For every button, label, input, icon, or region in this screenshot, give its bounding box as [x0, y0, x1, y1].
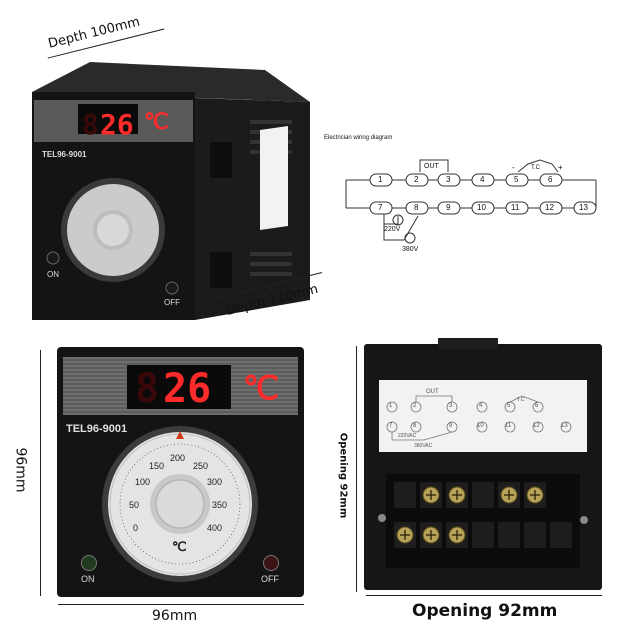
opening-bottom-label: Opening 92mm: [412, 601, 558, 621]
back-220v-label: 220VAC: [398, 433, 417, 439]
back-terminal-10: 10: [477, 423, 484, 429]
wiring-terminal-1: 1: [378, 175, 383, 184]
front-display-dim: 8: [135, 366, 160, 412]
wiring-minus-label: -: [512, 163, 515, 172]
perspective-product-view: 8 26 ℃ TEL96-9001 ON OFF: [20, 30, 340, 340]
back-terminal-6: 6: [535, 403, 539, 409]
perspective-display-value: 26: [100, 108, 134, 141]
width-dimension-line: [58, 604, 304, 605]
back-tc-label: T.C: [517, 397, 525, 403]
opening-side-line: [356, 346, 357, 592]
dial-tick-100: 100: [135, 477, 151, 487]
back-terminal-13: 13: [561, 423, 568, 429]
back-top-tab: [438, 338, 498, 350]
back-out-label: OUT: [426, 389, 439, 395]
back-label-lines: [378, 395, 588, 568]
front-view: 8 26 ℃ TEL96-9001 0 50 100 150 200 250 3…: [57, 347, 304, 597]
height-dimension-line: [40, 350, 41, 596]
wiring-terminal-10: 10: [477, 203, 486, 212]
dial-tick-350: 350: [212, 500, 228, 510]
dial-tick-50: 50: [129, 500, 140, 510]
back-terminal-4: 4: [479, 403, 483, 409]
on-led: [81, 555, 97, 571]
front-model-label: TEL96-9001: [66, 423, 128, 435]
dial-tick-200: 200: [170, 453, 186, 463]
wiring-terminal-2: 2: [414, 175, 419, 184]
wiring-out-label: OUT: [424, 163, 439, 170]
wiring-terminal-11: 11: [511, 203, 520, 212]
front-dial: [102, 426, 258, 582]
back-terminal-1: 1: [389, 403, 393, 409]
back-terminal-2: 2: [413, 403, 417, 409]
wiring-terminal-3: 3: [446, 175, 451, 184]
wiring-terminal-9: 9: [446, 203, 451, 212]
back-terminal-3: 3: [449, 403, 453, 409]
back-terminal-8: 8: [413, 423, 417, 429]
wiring-terminal-7: 7: [378, 203, 383, 212]
perspective-model-label: TEL96-9001: [42, 150, 87, 159]
wiring-terminal-6: 6: [548, 175, 553, 184]
wiring-terminal-4: 4: [480, 175, 485, 184]
off-led: [263, 555, 279, 571]
opening-side-label: Opening 92mm: [337, 432, 349, 519]
wiring-diagram: Electrician wiring diagram: [318, 132, 630, 262]
back-terminal-9: 9: [449, 423, 453, 429]
dial-tick-150: 150: [149, 461, 165, 471]
dial-tick-300: 300: [207, 477, 223, 487]
front-off-label: OFF: [261, 574, 279, 584]
back-terminal-12: 12: [533, 423, 540, 429]
dial-tick-250: 250: [193, 461, 209, 471]
wiring-terminal-5: 5: [514, 175, 519, 184]
wiring-title: Electrician wiring diagram: [324, 135, 393, 141]
front-display-window: [127, 365, 231, 409]
wiring-lines: [345, 159, 597, 244]
opening-bottom-line: [366, 595, 602, 596]
wiring-terminal-13: 13: [579, 203, 588, 212]
dial-tick-400: 400: [207, 523, 223, 533]
front-on-label: ON: [81, 574, 95, 584]
wiring-220v-label: 220V: [384, 226, 401, 233]
back-380v-label: 380VAC: [414, 443, 433, 449]
back-terminal-5: 5: [507, 403, 511, 409]
perspective-display-unit: ℃: [144, 110, 169, 135]
back-terminal-11: 11: [505, 423, 512, 429]
height-dimension-label: 96mm: [12, 447, 29, 493]
wiring-tc-label: T.C: [531, 165, 540, 171]
perspective-off-label: OFF: [164, 298, 180, 307]
perspective-on-label: ON: [47, 270, 59, 279]
front-display-value: 26: [163, 366, 212, 412]
wiring-380v-label: 380V: [402, 246, 419, 253]
dial-tick-0: 0: [133, 523, 139, 533]
front-display-unit: ℃: [243, 369, 279, 407]
dial-unit-label: ℃: [172, 539, 187, 554]
width-dimension-label: 96mm: [152, 608, 198, 624]
perspective-product-drawing: [32, 62, 310, 320]
wiring-plus-label: +: [558, 163, 563, 172]
back-terminal-7: 7: [389, 423, 393, 429]
wiring-terminal-12: 12: [545, 203, 554, 212]
wiring-terminal-8: 8: [414, 203, 419, 212]
perspective-display-dim: 8: [82, 108, 99, 141]
back-view: 1 2 3 4 5 6 7 8 9 10 11 12 13 OUT T.C 22…: [364, 334, 602, 590]
